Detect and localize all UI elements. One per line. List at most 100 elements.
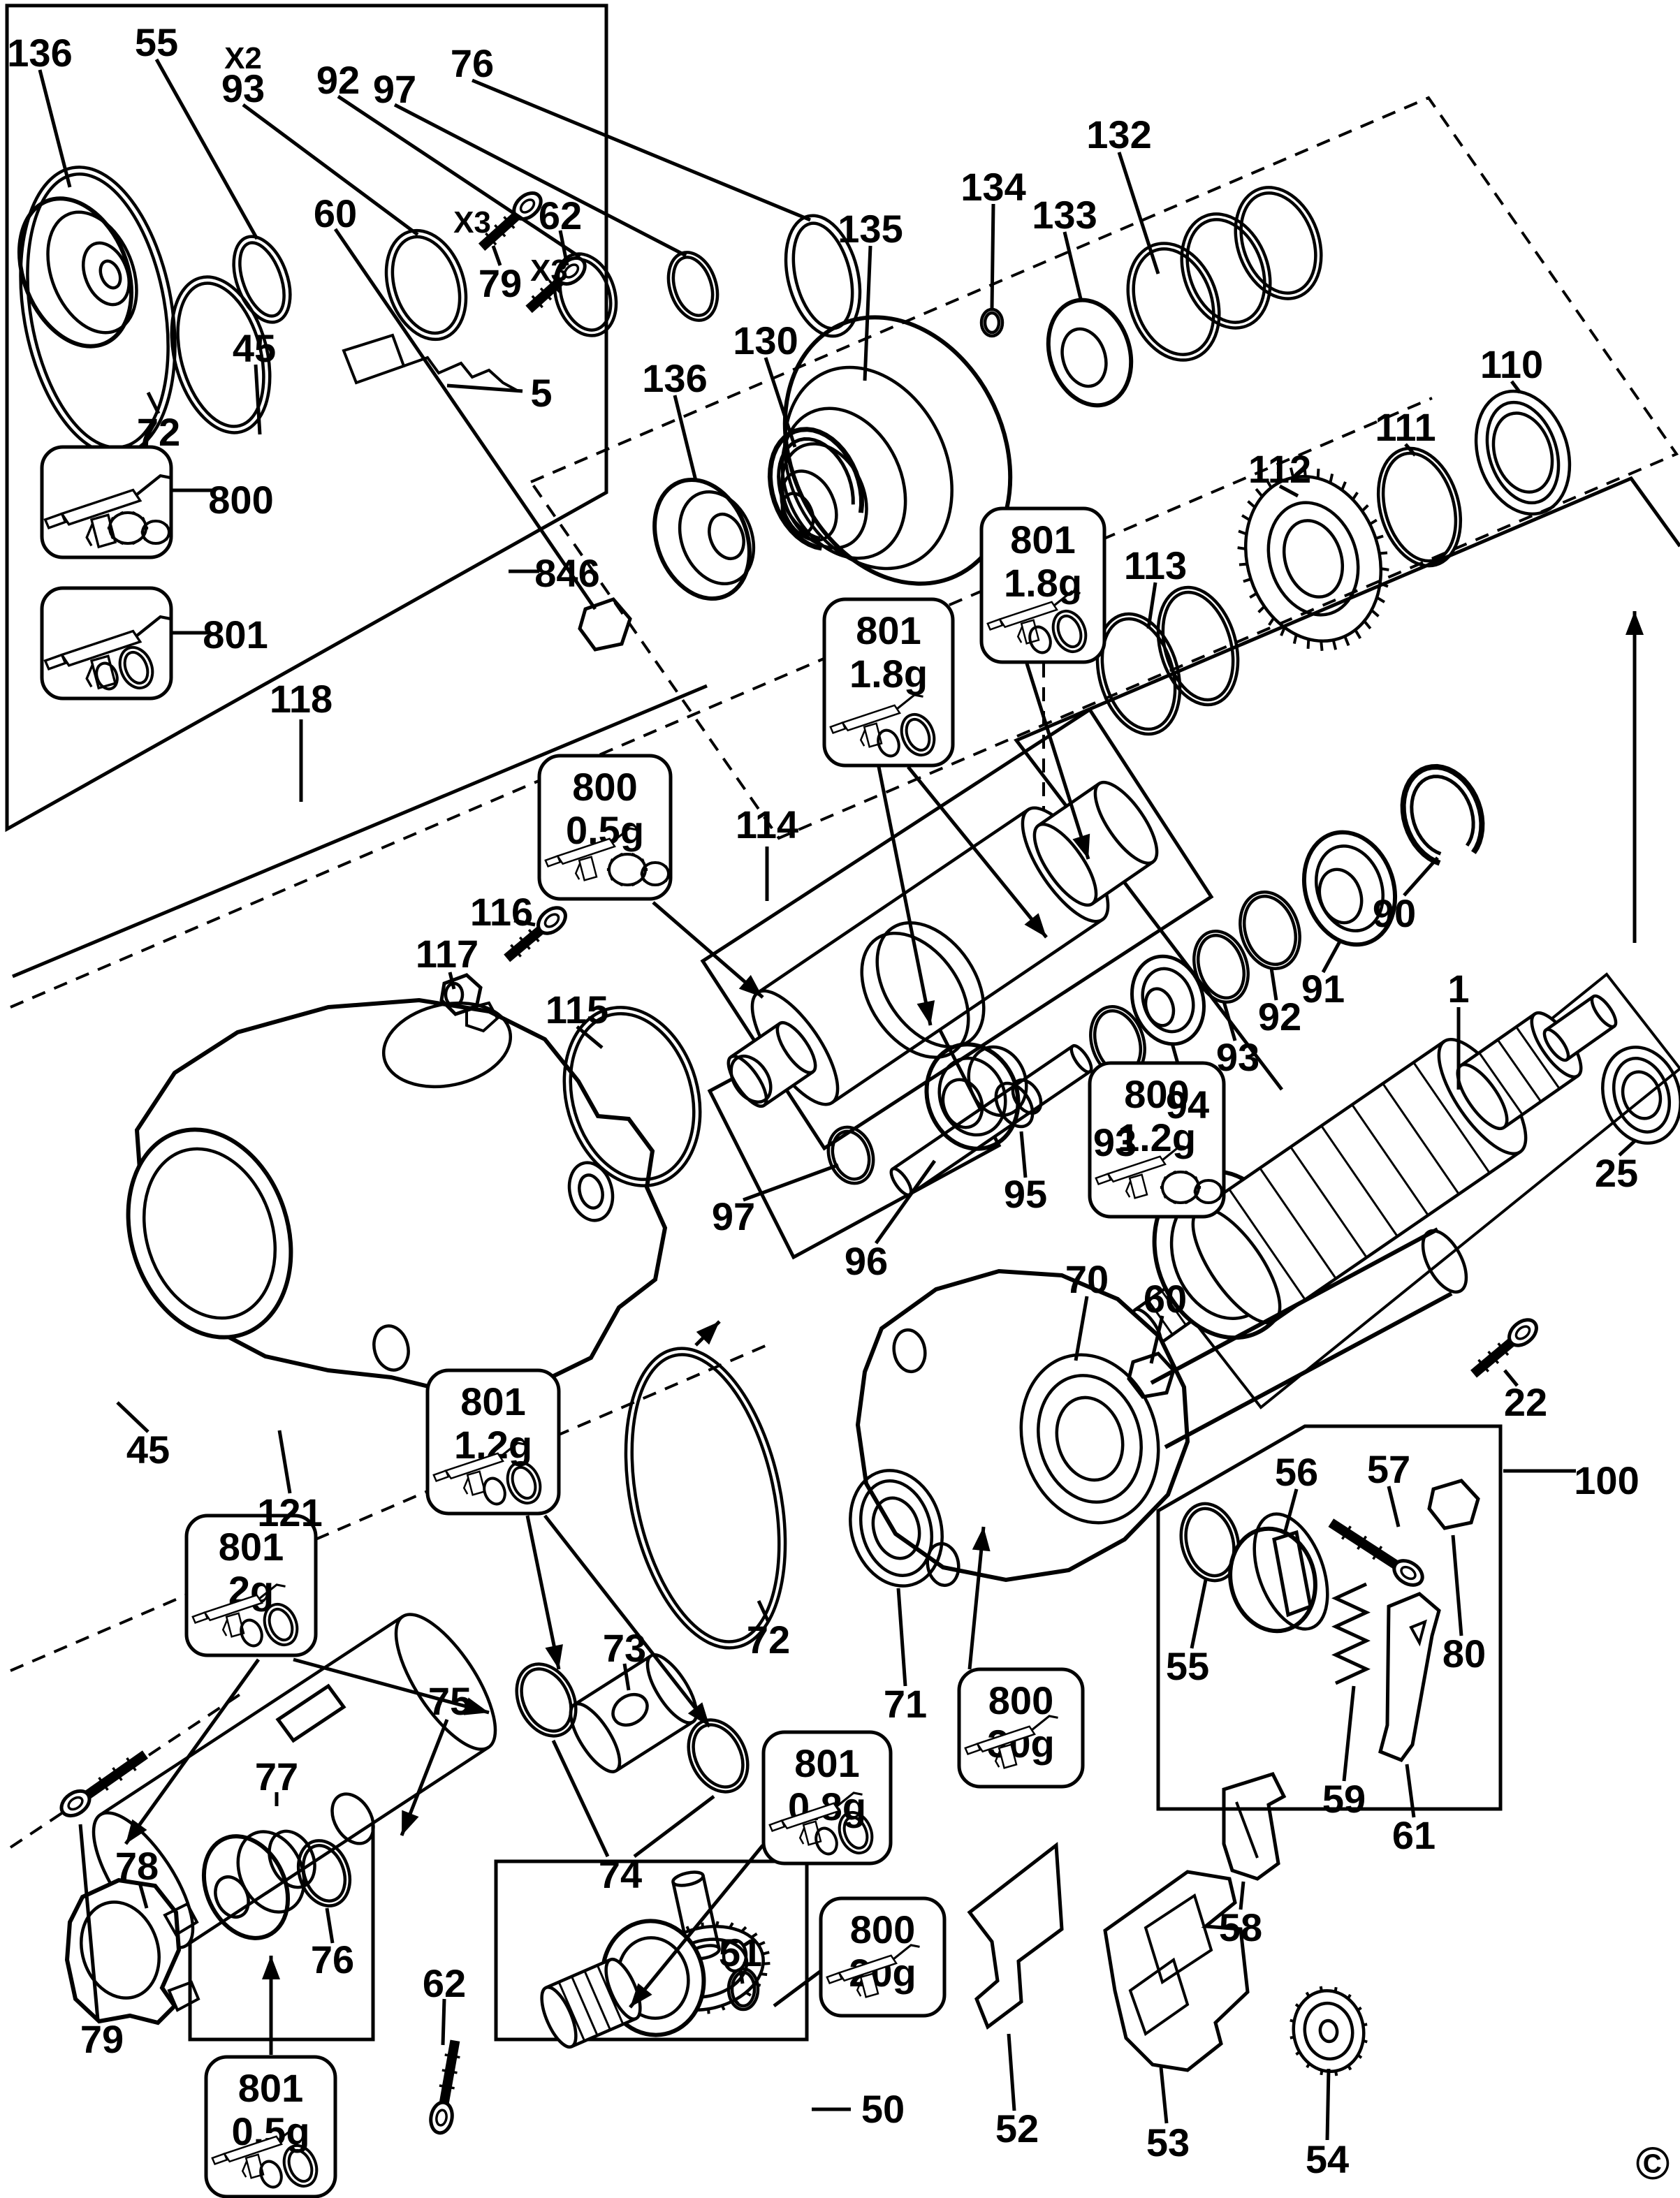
part-number-label: X3 xyxy=(453,205,491,240)
part-93-oring xyxy=(384,228,468,342)
part-45-oring xyxy=(170,275,272,434)
parts xyxy=(17,166,1680,2135)
part-71-bearing xyxy=(849,1469,944,1588)
leader-line xyxy=(333,228,597,610)
leader-line xyxy=(551,1739,610,1858)
leader-arrow xyxy=(293,1657,490,1715)
leader-line xyxy=(558,230,569,266)
part-62-screw xyxy=(525,256,587,314)
part-number-label: 800 xyxy=(208,478,273,522)
grease-gun-icon xyxy=(211,2125,305,2179)
part-73-piece xyxy=(569,1653,699,1773)
part-number-label: 75 xyxy=(428,1679,472,1723)
part-number-label: 94 xyxy=(1166,1083,1209,1127)
leader-line xyxy=(874,1159,937,1245)
part-number-label: 5 xyxy=(530,371,552,415)
part-97-oring xyxy=(666,251,720,322)
part-number-label: 96 xyxy=(845,1239,888,1283)
leader-line xyxy=(764,357,797,448)
leader-line xyxy=(1269,967,1278,1001)
part-number-label: 50 xyxy=(861,2087,905,2131)
part-number-label: 100 xyxy=(1574,1458,1639,1502)
part-number-label: 130 xyxy=(733,318,798,362)
grease-callout-boxes: 8000.5g8011.8g8011.8g8001.2g8011.2g8012g… xyxy=(40,445,1226,2198)
part-134-washer xyxy=(979,307,1005,338)
part-130-snapring xyxy=(767,427,865,551)
leader-line xyxy=(1062,231,1083,302)
grease-gun-icon xyxy=(544,827,638,881)
part-132-oring1 xyxy=(1126,242,1221,362)
part-number-label: 92 xyxy=(1258,995,1301,1039)
leader-arrow xyxy=(907,765,1048,939)
part-number-label: 93 xyxy=(221,66,265,110)
leader-line xyxy=(441,1998,446,2046)
part-number-label: 115 xyxy=(546,988,608,1032)
leader-line xyxy=(1403,856,1439,897)
leader-arrow xyxy=(652,901,764,999)
leader-lines xyxy=(38,58,1637,2141)
leader-line xyxy=(1007,2033,1016,2111)
part-76b-oring xyxy=(296,1839,352,1907)
callout-text: 801 xyxy=(856,608,921,652)
part-number-label: 117 xyxy=(416,932,479,976)
part-number-label: 52 xyxy=(995,2107,1039,2151)
leader-line xyxy=(1190,1579,1208,1649)
part-number-label: 45 xyxy=(233,326,276,370)
part-number-label: 51 xyxy=(719,1930,762,1974)
leader-line xyxy=(1239,1881,1246,1910)
arrow-up-chain xyxy=(1626,611,1644,943)
part-number-label: 97 xyxy=(712,1194,755,1238)
part-number-label: 134 xyxy=(960,165,1025,209)
part-91-sleeve xyxy=(1301,830,1398,947)
part-90-snapring xyxy=(1400,763,1485,866)
part-58-latch xyxy=(1222,1771,1287,1881)
leader-line xyxy=(743,1163,839,1202)
part-55-oring xyxy=(232,235,292,324)
part-number-label: 25 xyxy=(1595,1151,1638,1195)
callout-text: 801 xyxy=(1010,518,1075,562)
callout-text: 800 xyxy=(988,1678,1053,1722)
part-number-label: 76 xyxy=(311,1937,354,1981)
part-60-clip xyxy=(578,597,632,652)
part-number-label: 93 xyxy=(1216,1035,1259,1079)
leader-line xyxy=(277,1430,292,1494)
leader-line xyxy=(1222,1001,1237,1041)
part-70-gearhousing xyxy=(855,1227,1468,1588)
leader-line xyxy=(576,1025,604,1049)
part-number-label: 78 xyxy=(115,1844,159,1888)
grease-gun-icon xyxy=(964,1715,1058,1769)
leader-arrow xyxy=(525,1515,563,1670)
leader-line xyxy=(1451,1534,1463,1636)
part-number-label: 136 xyxy=(7,31,72,75)
leader-line xyxy=(1387,1486,1401,1527)
part-93b-washer xyxy=(1192,929,1250,1004)
part-number-label: 22 xyxy=(1504,1380,1547,1424)
callout-text: 800 xyxy=(1124,1072,1189,1116)
leader-line xyxy=(633,1795,715,1858)
part-74-oring1 xyxy=(515,1662,578,1738)
leader-arrow xyxy=(967,1526,991,1670)
part-number-label: 54 xyxy=(1306,2137,1349,2181)
leader-line xyxy=(491,245,502,266)
leader-line xyxy=(1405,1764,1416,1818)
part-number-label: 59 xyxy=(1322,1777,1366,1821)
part-92b-oring xyxy=(1239,891,1301,970)
leader-arrow xyxy=(400,1719,449,1836)
part-25-bearing xyxy=(1601,1046,1680,1145)
callout-801 xyxy=(40,586,173,701)
group-846-border xyxy=(5,3,608,833)
part-96-bushing xyxy=(924,1042,1028,1151)
part-number-label: 90 xyxy=(1373,891,1416,935)
part-number-label: 116 xyxy=(470,890,533,934)
leader-arrow xyxy=(629,1844,764,2009)
part-135-boot xyxy=(780,315,1013,586)
part-111-oring xyxy=(1376,446,1463,568)
